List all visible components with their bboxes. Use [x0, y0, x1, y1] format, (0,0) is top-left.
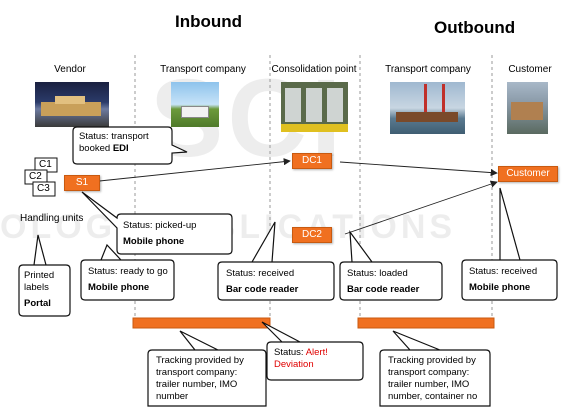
callout-tracking-inbound: Tracking provided by transport company: …: [156, 355, 244, 402]
column-transport-inbound: Transport company: [160, 64, 246, 75]
node-customer: Customer: [498, 166, 558, 182]
node-s1: S1: [64, 175, 100, 191]
node-dc1: DC1: [292, 153, 332, 169]
outbound-heading: Outbound: [434, 18, 516, 37]
inbound-heading: Inbound: [175, 12, 243, 31]
column-transport-outbound: Transport company: [385, 64, 471, 75]
callout-printed-labels: Printed labels Portal: [24, 270, 55, 309]
handling-unit-c1: C1: [39, 159, 52, 170]
truck-photo: [171, 82, 219, 127]
callout-received-customer: Status: received Mobile phone: [469, 266, 538, 293]
handling-unit-c2: C2: [29, 171, 42, 182]
callout-alert-deviation: Status: Alert! Deviation: [274, 347, 328, 370]
callout-tracking-outbound: Tracking provided by transport company: …: [388, 355, 478, 402]
loading-dock-photo: [281, 82, 348, 132]
handling-units-label: Handling units: [20, 213, 84, 224]
callout-transport-booked: Status: transport booked EDI: [79, 131, 149, 154]
callout-picked-up: Status: picked-up Mobile phone: [123, 220, 197, 247]
handling-unit-c3: C3: [37, 183, 50, 194]
port-photo: [507, 82, 548, 134]
callout-loaded: Status: loaded Bar code reader: [347, 268, 420, 295]
callout-received-consolidation: Status: received Bar code reader: [226, 268, 299, 295]
node-dc2: DC2: [292, 227, 332, 243]
column-consolidation-point: Consolidation point: [271, 64, 357, 75]
callout-ready-to-go: Status: ready to go Mobile phone: [88, 266, 168, 293]
column-vendor: Vendor: [54, 64, 86, 75]
vendor-building-photo: [35, 82, 109, 127]
container-ship-photo: [390, 82, 465, 134]
column-customer: Customer: [508, 64, 552, 75]
